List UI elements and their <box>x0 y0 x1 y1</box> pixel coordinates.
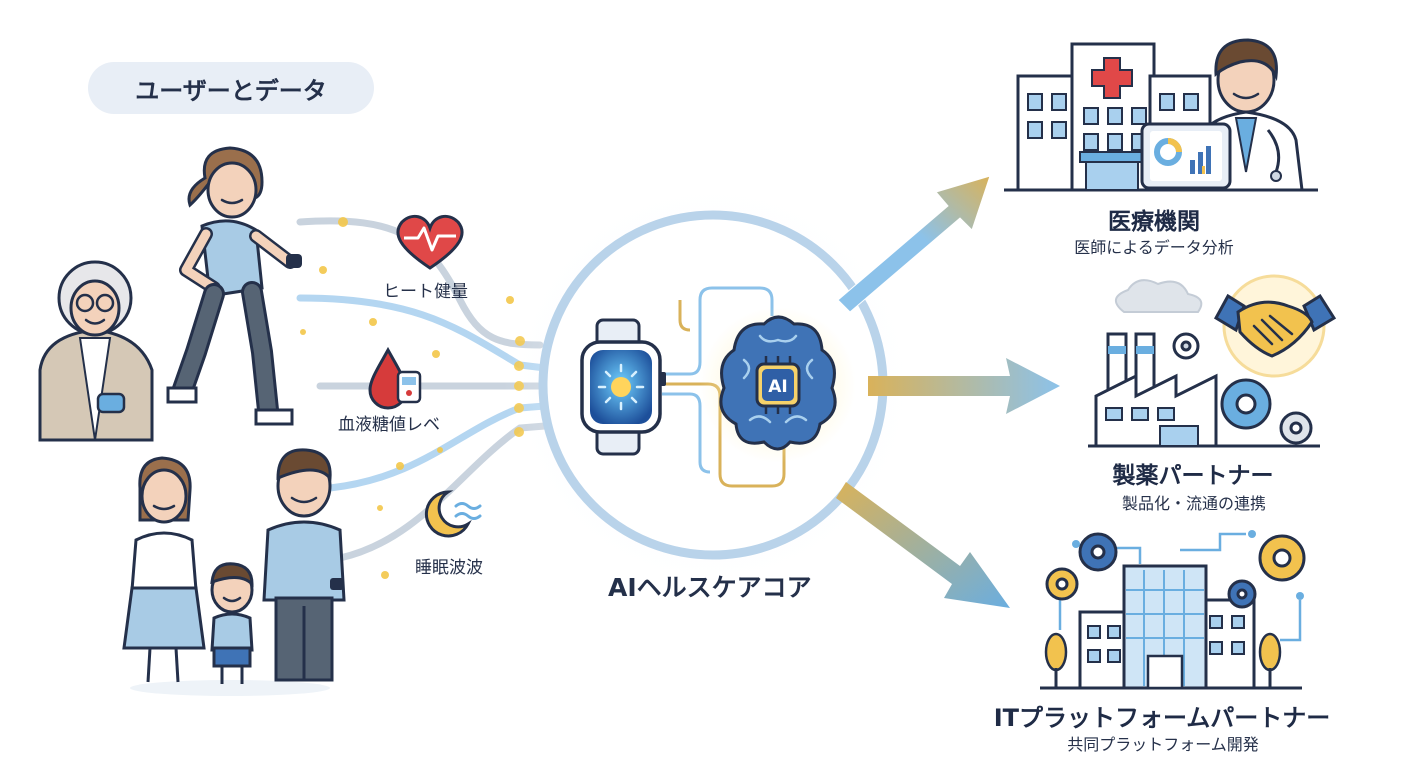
metric-label-blood-glucose: 血液糖値レベ <box>338 415 440 435</box>
heart-icon <box>396 214 464 270</box>
moon-icon <box>424 490 482 538</box>
doctor-illustration <box>1140 38 1304 192</box>
arrow-to-pharma <box>868 358 1060 414</box>
partner-subtitle-it: 共同プラットフォーム開発 <box>1067 735 1259 754</box>
arrow-to-it <box>836 482 1010 608</box>
gear-icon <box>1172 332 1313 445</box>
gear-icon <box>1045 532 1306 609</box>
elderly-woman-illustration <box>38 260 154 442</box>
it-building-illustration <box>1040 530 1304 690</box>
ai-core: AI <box>503 175 923 595</box>
users-heading: ユーザーとデータ <box>88 62 374 114</box>
partner-title-medical: 医療機関 <box>1108 209 1200 235</box>
handshake-icon <box>1213 274 1337 378</box>
factory-illustration <box>1088 279 1320 448</box>
ai-core-label: AIヘルスケアコア <box>608 573 812 602</box>
smartwatch-icon <box>580 318 666 456</box>
ai-chip-text: AI <box>768 377 787 397</box>
partner-subtitle-medical: 医師によるデータ分析 <box>1074 238 1234 257</box>
blood-drop-icon <box>368 346 422 410</box>
partner-title-pharma: 製薬パートナー <box>1112 463 1274 489</box>
partner-title-it: ITプラットフォームパートナー <box>993 704 1331 732</box>
partner-subtitle-pharma: 製品化・流通の連携 <box>1121 494 1266 513</box>
arrow-to-medical <box>837 175 991 313</box>
ai-brain-icon: AI <box>700 307 856 463</box>
runner-woman-illustration <box>166 146 302 426</box>
metric-label-sleep: 睡眠波波 <box>415 558 483 578</box>
family-illustration <box>122 448 346 696</box>
metric-label-heart-rate: ヒート健量 <box>383 282 468 302</box>
